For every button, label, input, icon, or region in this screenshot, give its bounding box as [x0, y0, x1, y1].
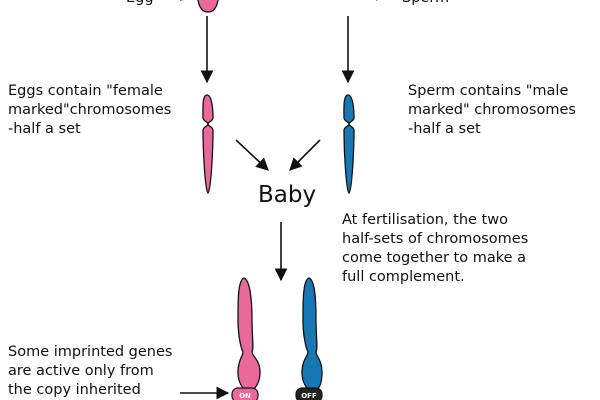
- off-tag: [295, 387, 323, 400]
- off-tag-label: OFF: [301, 392, 317, 400]
- egg-to-baby-arrow: [235, 139, 269, 171]
- male-chromosome: [343, 94, 355, 194]
- eggs-description: Eggs contain "female marked"chromosomes …: [8, 83, 172, 137]
- sperm-description: Sperm contains "male marked" chromosomes…: [408, 83, 576, 137]
- imprinted-genes-description: Some imprinted genes are active only fro…: [8, 344, 173, 398]
- female-chromosome: [202, 94, 214, 194]
- egg-label: Egg: [126, 0, 154, 8]
- baby-label: Baby: [258, 182, 317, 208]
- on-tag-label: ON: [239, 392, 251, 400]
- sperm-to-baby-arrow: [289, 139, 321, 171]
- sperm-label: Sperm: [402, 0, 449, 8]
- fertilisation-description: At fertilisation, the two half-sets of c…: [342, 212, 529, 285]
- egg-shape: [197, 0, 219, 13]
- on-tag: [231, 387, 259, 400]
- baby-female-chromosome: ON: [231, 277, 261, 400]
- baby-male-chromosome: OFF: [295, 277, 323, 400]
